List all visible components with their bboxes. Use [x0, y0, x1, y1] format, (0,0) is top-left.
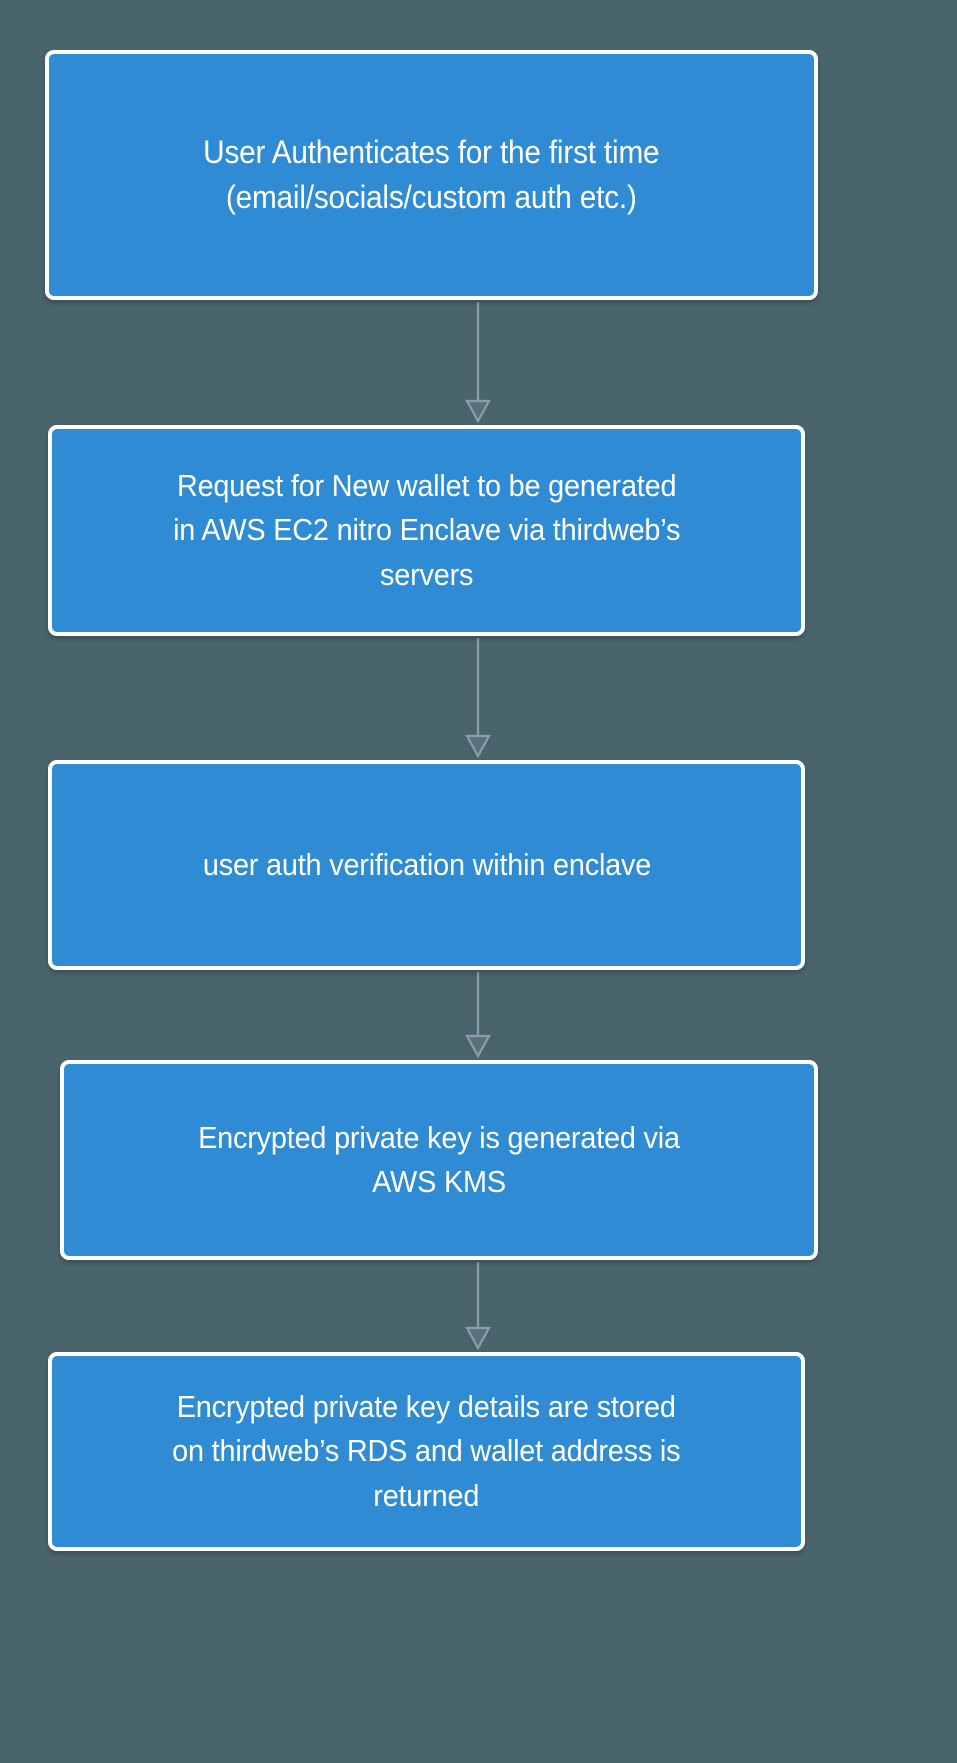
flow-node-label: Encrypted private key details are stored… — [172, 1389, 681, 1513]
edge-node2-node3 — [465, 638, 491, 759]
edge-node3-node4 — [465, 972, 491, 1059]
flow-node-key-details-stored[interactable]: Encrypted private key details are stored… — [48, 1352, 805, 1551]
edge-node4-node5 — [465, 1262, 491, 1351]
edge-node1-node2 — [465, 302, 491, 424]
flow-node-encrypted-key-generated[interactable]: Encrypted private key is generated via A… — [60, 1060, 818, 1260]
flow-node-user-auth-verification[interactable]: user auth verification within enclave — [48, 760, 805, 970]
flow-node-label: Request for New wallet to be generated i… — [172, 468, 681, 592]
flow-node-label: User Authenticates for the first time (e… — [203, 133, 660, 215]
flow-node-label: user auth verification within enclave — [202, 846, 651, 882]
flow-node-user-authenticates[interactable]: User Authenticates for the first time (e… — [45, 50, 818, 300]
flow-node-request-new-wallet[interactable]: Request for New wallet to be generated i… — [48, 425, 805, 636]
flow-node-label: Encrypted private key is generated via A… — [198, 1119, 680, 1199]
